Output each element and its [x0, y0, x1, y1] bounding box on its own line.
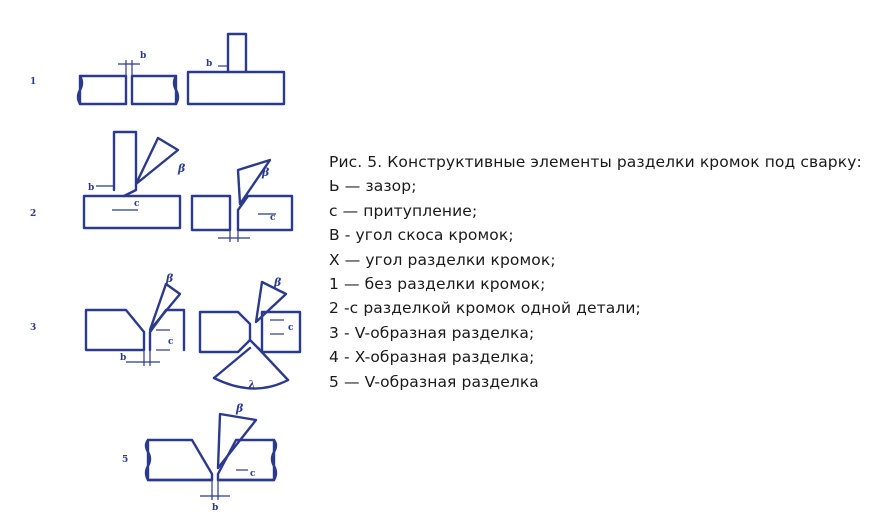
dim-label-c-2: c [134, 199, 140, 209]
dim-label-b-5: b [212, 503, 218, 513]
dim-label-beta-3a: β [165, 272, 174, 285]
caption-line-type-1: 1 — без разделки кромок; [329, 274, 546, 293]
dim-label-lambda-4: λ [247, 378, 256, 391]
row-number-3: 3 [30, 323, 36, 333]
dim-label-b-1t: b [206, 59, 212, 69]
caption-line-type-5: 5 — V-образная разделка [329, 372, 539, 391]
dim-label-beta-2a: β [177, 162, 186, 175]
caption-line-type-4: 4 - X-образная разделка; [329, 348, 535, 367]
dim-label-c-3: c [168, 337, 174, 347]
dim-label-b-2: b [88, 183, 94, 193]
dim-label-beta-5: β [235, 402, 244, 415]
diagram-1-butt-joint: b [76, 51, 180, 106]
caption-line-groove-angle: X — угол разделки кромок; [329, 250, 556, 269]
caption-line-type-2: 2 -с разделкой кромок одной детали; [329, 299, 641, 318]
weld-diagrams-svg: 1 2 3 5 b b β [30, 32, 302, 513]
diagram-5-v-groove: β b c [144, 402, 278, 513]
diagram-2-tee-bevel: β b c [82, 130, 186, 230]
dim-label-c-4: c [288, 323, 294, 333]
row-number-5: 5 [122, 455, 128, 465]
dim-label-b-3: b [120, 353, 126, 363]
diagram-1-tee-joint: b [186, 32, 286, 106]
row-number-1: 1 [30, 77, 36, 87]
caption-title: Рис. 5. Конструктивные элементы разделки… [329, 153, 862, 171]
caption-line-bevel-angle: В - угол скоса кромок; [329, 226, 514, 245]
diagram-4-x-groove: β λ c [198, 276, 302, 391]
diagram-3-v-groove: β b c [84, 272, 186, 366]
row-number-2: 2 [30, 209, 36, 219]
figure-caption: Рис. 5. Конструктивные элементы разделки… [329, 150, 869, 394]
dim-label-beta-2b: β [261, 166, 270, 179]
caption-line-root-face: с — притупление; [329, 201, 478, 220]
dim-label-c-5: c [250, 469, 256, 479]
weld-edge-preparation-figure: 1 2 3 5 b b β [0, 0, 320, 520]
caption-line-gap: Ь — зазор; [329, 177, 417, 196]
caption-line-type-3: 3 - V-образная разделка; [329, 323, 535, 342]
dim-label-beta-4: β [273, 276, 282, 289]
dim-label-c-2b: c [270, 213, 276, 223]
dim-label-b-1: b [140, 51, 146, 61]
diagram-2-butt-bevel: β c [190, 158, 294, 242]
